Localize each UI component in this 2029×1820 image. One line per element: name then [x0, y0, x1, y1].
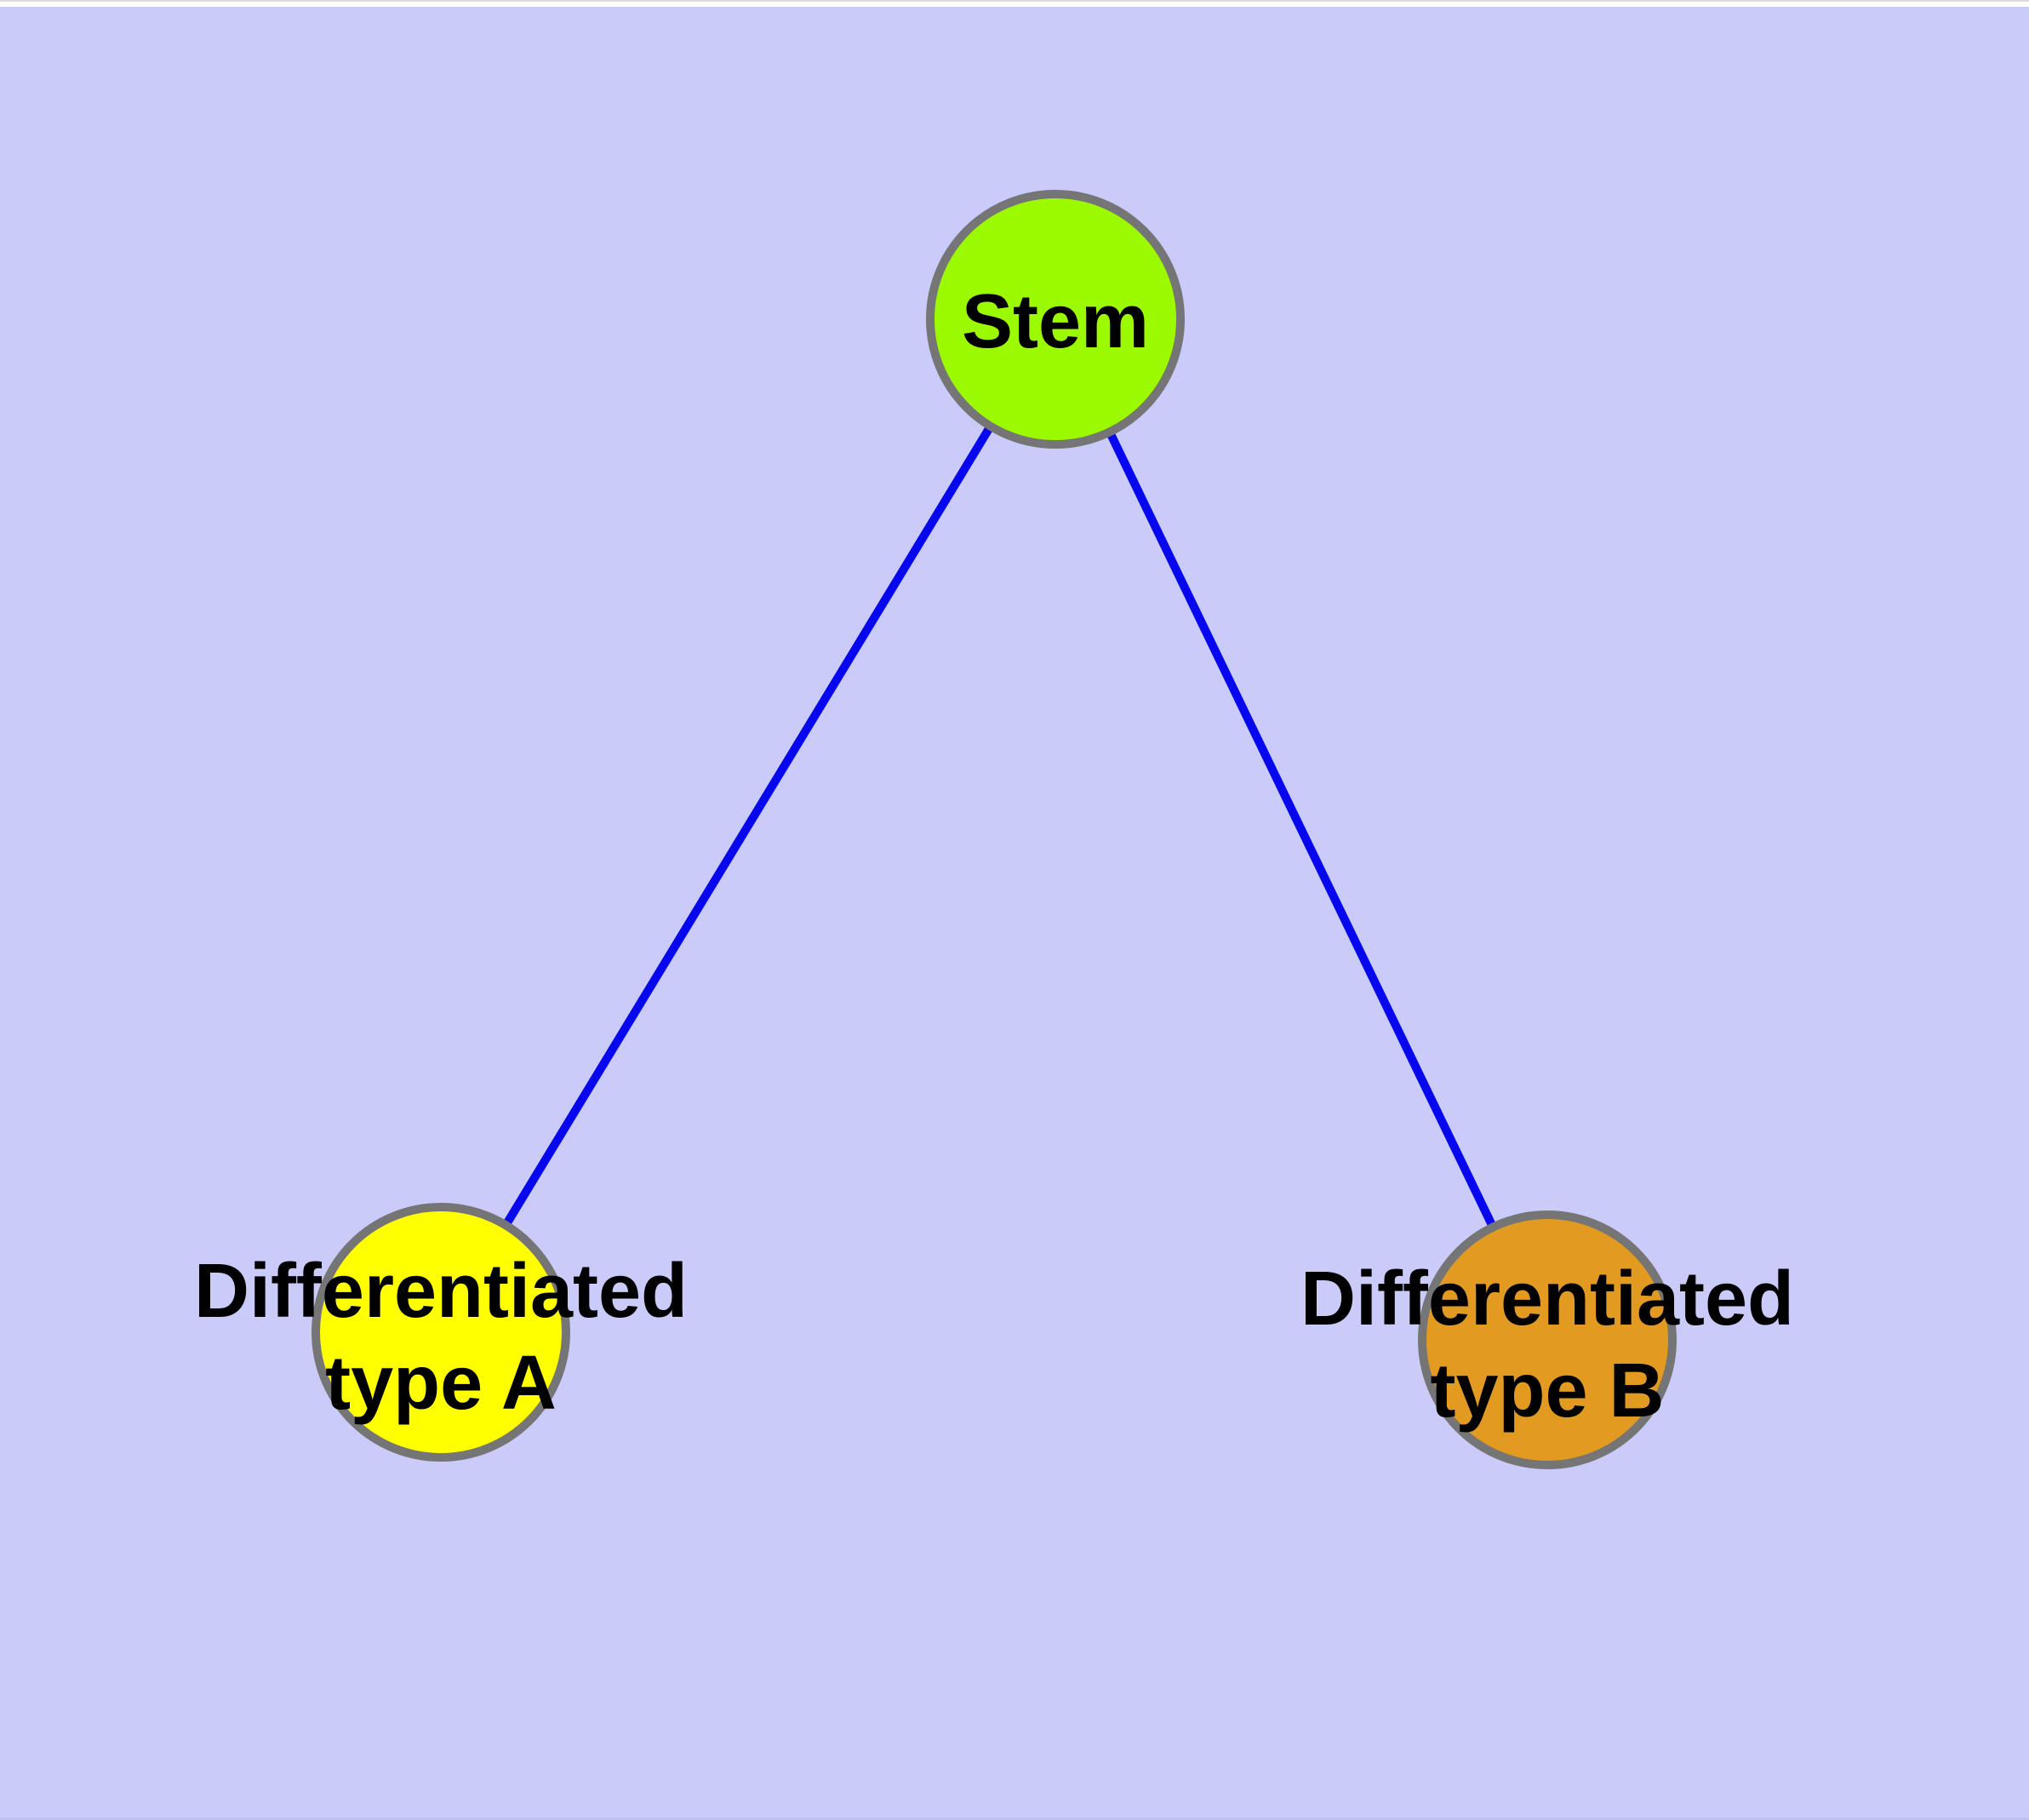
- node-type-a-label-line1: Differentiated: [194, 1249, 688, 1334]
- node-stem-label: Stem: [962, 279, 1149, 364]
- edge-stem-to-type-b: [1051, 317, 1552, 1342]
- node-type-b-label-line2: type B: [1430, 1348, 1664, 1434]
- node-differentiated-type-a: [311, 1203, 570, 1462]
- node-type-b-label-line1: Differentiated: [1300, 1256, 1794, 1342]
- bottom-edge-line: [0, 1817, 2029, 1820]
- edge-stem-to-type-a: [437, 317, 1060, 1335]
- top-hairline: [0, 0, 2029, 2]
- node-differentiated-type-b: [1418, 1210, 1677, 1469]
- node-stem: [926, 190, 1185, 449]
- node-type-a-label-line2: type A: [325, 1341, 557, 1426]
